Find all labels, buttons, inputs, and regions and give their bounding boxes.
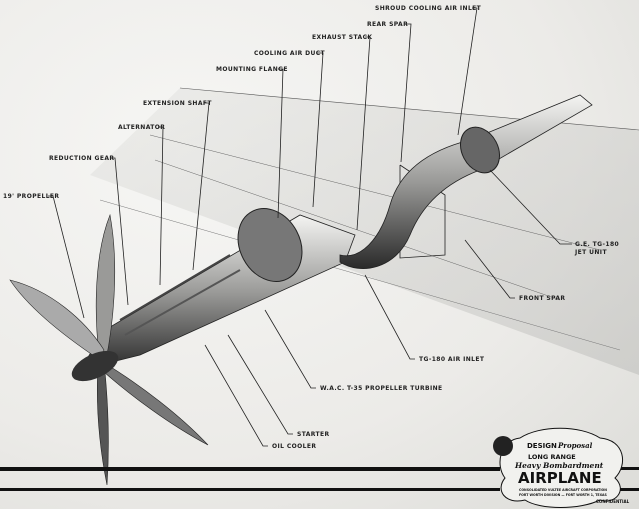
title-division: FORT WORTH DIVISION — FORT WORTH 1, TEXA…: [519, 493, 608, 497]
label-front-spar: FRONT SPAR: [519, 295, 565, 302]
label-jet-unit-2: JET UNIT: [574, 249, 607, 256]
label-mounting-flange: MOUNTING FLANGE: [216, 66, 288, 73]
border-rules: [0, 467, 639, 491]
label-cooling-air-duct: COOLING AIR DUCT: [254, 50, 326, 57]
label-reduction-gear: REDUCTION GEAR: [49, 155, 114, 162]
label-shroud-cooling-air-inlet: SHROUD COOLING AIR INLET: [375, 5, 482, 12]
title-confidential: CONFIDENTIAL: [596, 499, 630, 504]
label-exhaust-stack: EXHAUST STACK: [312, 34, 372, 41]
title-airplane: AIRPLANE: [518, 469, 602, 487]
label-propeller: 19' PROPELLER: [3, 193, 59, 200]
title-company: CONSOLIDATED VULTEE AIRCRAFT CORPORATION: [519, 488, 607, 492]
label-alternator: ALTERNATOR: [118, 124, 165, 131]
title-design: DESIGN: [527, 442, 557, 450]
label-rear-spar: REAR SPAR: [367, 21, 408, 28]
label-jet-unit-1: G.E. TG-180: [575, 241, 619, 248]
title-long-range: LONG RANGE: [528, 453, 576, 461]
label-extension-shaft: EXTENSION SHAFT: [143, 100, 212, 107]
label-air-inlet: TG-180 AIR INLET: [419, 356, 485, 363]
title-proposal: Proposal: [557, 441, 593, 450]
title-block: DESIGN Proposal LONG RANGE Heavy Bombard…: [493, 427, 630, 508]
company-logo-icon: [493, 436, 513, 456]
nacelle: [79, 94, 593, 371]
label-propeller-turbine: W.A.C. T-35 PROPELLER TURBINE: [320, 385, 443, 392]
callout-leaders: [48, 7, 572, 447]
propeller: [9, 213, 209, 486]
label-oil-cooler: OIL COOLER: [272, 443, 316, 450]
title-heavy-bombardment: Heavy Bombardment: [514, 461, 604, 470]
label-starter: STARTER: [297, 431, 330, 438]
